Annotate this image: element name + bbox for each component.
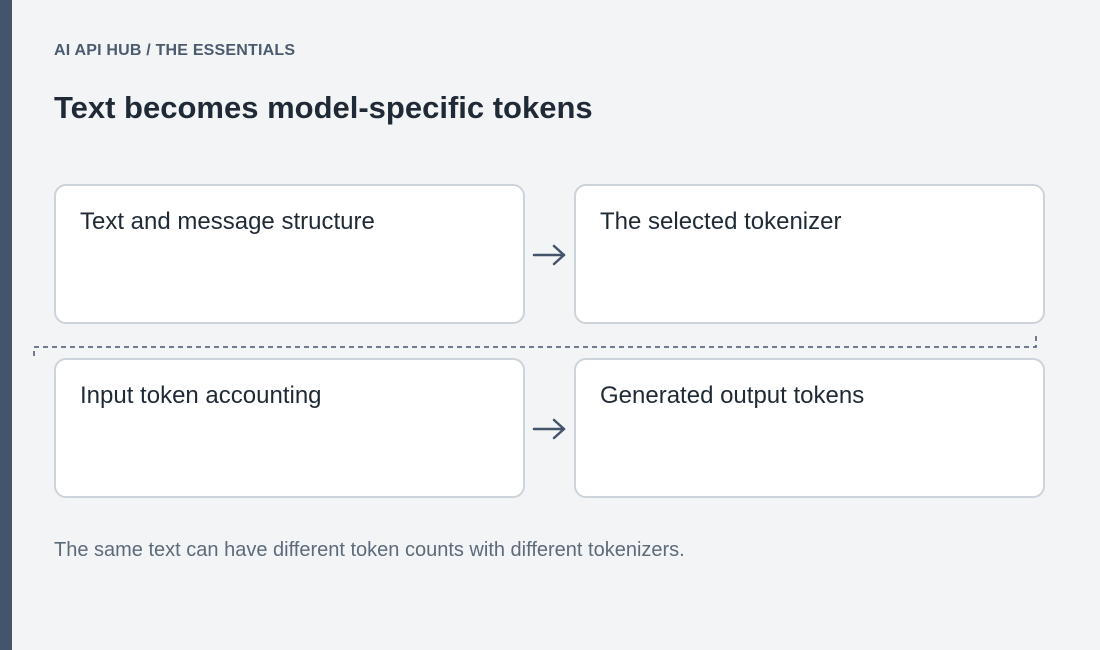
arrow-right-icon xyxy=(532,244,566,266)
card-input-token-accounting: Input token accounting xyxy=(54,358,525,498)
card-label: The selected tokenizer xyxy=(600,208,842,235)
footnote: The same text can have different token c… xyxy=(54,539,685,561)
breadcrumb: AI API HUB / THE ESSENTIALS xyxy=(54,42,296,59)
left-accent-bar xyxy=(0,0,12,650)
card-label: Generated output tokens xyxy=(600,382,865,409)
page-title: Text becomes model-specific tokens xyxy=(54,90,593,125)
card-selected-tokenizer: The selected tokenizer xyxy=(574,184,1045,324)
card-label: Text and message structure xyxy=(80,208,375,235)
card-label: Input token accounting xyxy=(80,382,322,409)
card-text-and-message-structure: Text and message structure xyxy=(54,184,525,324)
dashed-divider xyxy=(33,336,1037,356)
card-generated-output-tokens: Generated output tokens xyxy=(574,358,1045,498)
arrow-right-icon xyxy=(532,418,566,440)
